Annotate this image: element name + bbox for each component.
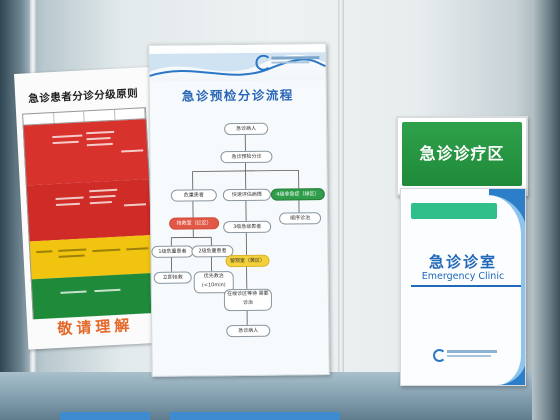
table-row-red-2 xyxy=(25,179,153,242)
triage-principles-poster: 急诊患者分诊分级原则 xyxy=(14,66,165,350)
triage-table xyxy=(22,107,157,320)
flow-node-immediate: 立即抢救 xyxy=(153,271,192,284)
flow-node-wait: 在候诊区等待 需要诊治 xyxy=(223,288,273,312)
hospital-logo-icon xyxy=(433,349,446,362)
hospital-name xyxy=(447,350,497,353)
flow-node-obs: 留观室（黄区） xyxy=(225,254,270,268)
blue-baseboard xyxy=(60,412,150,420)
flow-node-level1: 1级危重患者 xyxy=(151,245,194,258)
sign-text: 急诊诊疗区 xyxy=(419,144,505,163)
door-frame-right xyxy=(532,0,560,420)
poster-title: 急诊患者分诊分级原则 xyxy=(28,87,139,106)
flow-node-level3: 3级急症患者 xyxy=(223,220,272,234)
room-name-en: Emergency Clinic xyxy=(421,271,505,282)
table-row-green xyxy=(30,272,157,320)
tape-strip xyxy=(411,203,497,219)
wave-graphic xyxy=(149,52,326,77)
triage-flow-poster: 急诊预检分诊流程 急诊病人 急诊预检分诊 危重患者 快速评估病情 4级非急症（ xyxy=(148,43,330,377)
flow-node-end: 急诊病人 xyxy=(226,324,271,338)
flow-node-critical: 危重患者 xyxy=(170,189,217,202)
table-row-yellow xyxy=(28,234,155,280)
flow-node-level4: 4级非急症（绿区） xyxy=(270,188,325,201)
emergency-clinic-sign: 急诊诊室 Emergency Clinic xyxy=(400,188,526,386)
flow-node-refer: 顺序诊治 xyxy=(279,212,322,225)
poster-header xyxy=(149,44,326,82)
hospital-name-en xyxy=(447,355,491,357)
blue-baseboard xyxy=(170,412,340,420)
flow-node-triage: 急诊预检分诊 xyxy=(220,150,273,164)
emergency-area-sign: 急诊诊疗区 xyxy=(396,116,528,196)
table-row-red xyxy=(22,119,150,186)
window-mullion-middle xyxy=(338,0,344,420)
flow-node-eval: 快速评估病情 xyxy=(222,188,271,202)
room-name-cn: 急诊诊室 xyxy=(428,253,497,271)
flow-node-red-zone: 抢救室（红区） xyxy=(169,217,220,230)
flow-node-start: 急诊病人 xyxy=(224,122,269,136)
